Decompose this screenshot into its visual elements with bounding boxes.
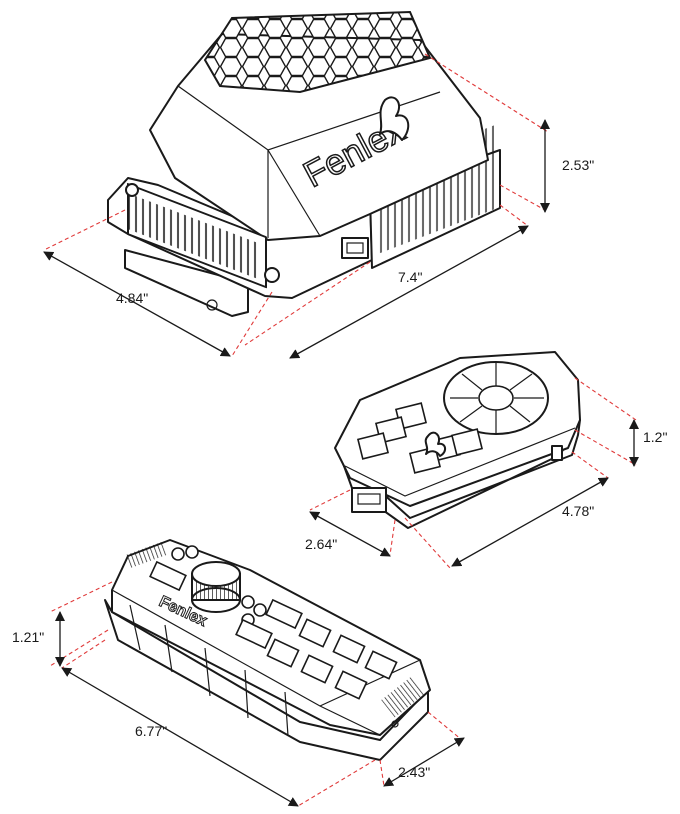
dim-guide [574,429,637,466]
keypad-dimensions: 1.21" 6.77" 2.43" [12,581,465,807]
ethernet-port-icon [341,237,369,259]
dim-guide [309,489,351,511]
keypad-edge-2 [319,659,421,707]
controller-unit: Fenlex [107,10,501,317]
controller-height-label: 2.53" [562,157,594,173]
dim-arrow-length [451,477,609,567]
keypad-unit: Fenlex [104,539,431,761]
dim-guide [379,759,385,787]
flame-logo-icon [379,96,410,141]
dim-guide [389,519,396,556]
keypad-wide-button[interactable] [265,598,303,630]
dim-guide [571,451,609,479]
dim-guide [499,204,529,227]
remote-button[interactable] [408,446,442,474]
rotary-knob[interactable] [191,561,241,613]
dim-guide [49,581,113,613]
screw-icon [125,183,139,197]
keypad-key[interactable] [298,618,332,648]
remote-flame-logo-icon [424,431,446,457]
keypad-key[interactable] [332,634,366,664]
keypad-width-label: 2.43" [398,764,430,780]
remote-width-label: 2.64" [305,536,337,552]
keypad-round-button[interactable] [171,547,185,561]
keypad-key[interactable] [364,650,398,680]
screw-icon [264,267,280,283]
controller-dimensions: 2.53" 7.4" 4.84" [43,53,594,359]
dim-guide [499,184,546,211]
keypad-round-button[interactable] [241,595,255,609]
remote-dpad[interactable] [443,361,549,435]
dim-arrow-length [289,225,529,359]
keypad-key[interactable] [266,638,300,668]
keypad-key[interactable] [334,670,368,700]
controller-length-label: 7.4" [398,269,422,285]
keypad-grip [124,541,168,569]
side-switch[interactable] [551,445,563,461]
dim-guide [297,759,376,807]
dim-guide [231,291,273,357]
keypad-grip [381,676,425,718]
dim-guide [61,639,106,669]
remote-button[interactable] [356,432,390,460]
remote-length-label: 4.78" [562,503,594,519]
dim-guide [424,53,549,133]
keypad-length-label: 6.77" [135,723,167,739]
keypad-wide-button[interactable] [235,618,273,650]
dim-arrow-width [43,251,231,357]
dpad-center-button[interactable] [478,385,514,411]
dim-arrow-length [61,667,299,807]
remote-height-label: 1.2" [643,429,667,445]
keypad-port-icon [391,720,399,728]
usb-port-icon [351,487,387,513]
controller-width-label: 4.84" [116,290,148,306]
dim-arrow-width [383,737,465,787]
dim-arrow-width [309,511,391,557]
cover-edge-2 [267,149,321,237]
remote-dimensions: 1.2" 4.78" 2.64" [305,377,667,569]
keypad-wide-button[interactable] [149,560,187,592]
keypad-height-label: 1.21" [12,629,44,645]
honeycomb-vent [203,10,432,94]
keypad-key[interactable] [300,654,334,684]
remote-button[interactable] [450,428,484,456]
dim-guide [574,377,637,421]
dim-guide [43,209,126,251]
dim-guide [427,711,463,741]
dim-guide [49,629,109,667]
remote-edge [344,427,576,497]
dim-guide [404,517,451,569]
remote-unit [334,351,581,529]
keypad-round-button[interactable] [185,545,199,559]
keypad-round-button[interactable] [253,603,267,617]
